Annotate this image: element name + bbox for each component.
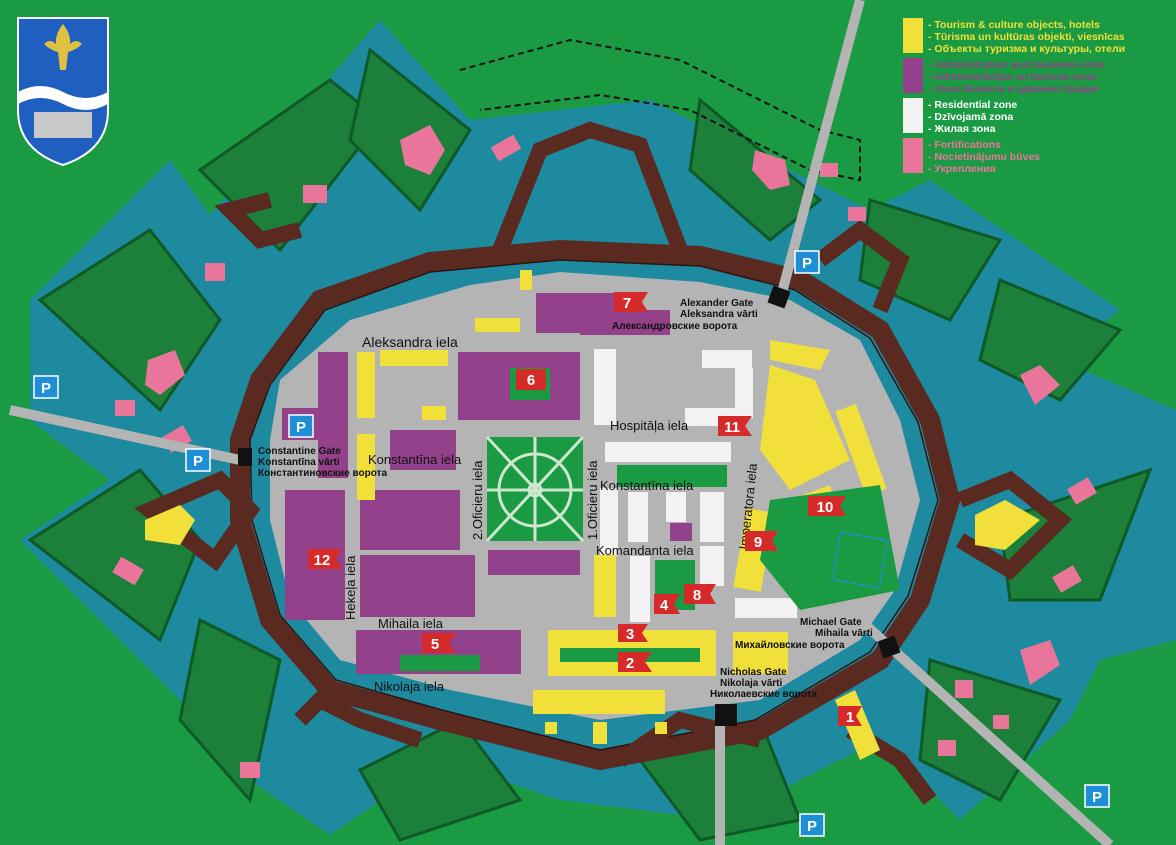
legend-text: - Dzīvojamā zona [928, 111, 1013, 123]
parking-marker[interactable]: P [799, 813, 825, 837]
gate-blocks [238, 285, 901, 726]
roads [8, 0, 1114, 845]
gate-label-michael: Michael Gate [800, 617, 862, 628]
bastions [134, 121, 1072, 805]
legend-swatch-fortifications [903, 138, 923, 173]
street-label-oficieru-2: 2.Oficieru iela [470, 460, 485, 540]
gate-label-constantine: Konstantīna vārti [258, 457, 340, 468]
yellow-bastion-centers [145, 500, 1040, 550]
legend-text: - Fortifications [928, 139, 1001, 151]
marker-2[interactable]: 2 [618, 652, 652, 672]
residential-buildings [594, 349, 797, 622]
parking-marker[interactable]: P [288, 414, 314, 438]
street-label-hospitala: Hospitāļa iela [610, 418, 689, 433]
marker-1[interactable]: 1 [838, 706, 862, 726]
marker-12[interactable]: 12 [308, 549, 342, 569]
street-label-konstantina-east: Konstantīna iela [600, 478, 694, 493]
marker-6[interactable]: 6 [516, 369, 546, 390]
gate-label-alexander: Aleksandra vārti [680, 309, 758, 320]
svg-text:2: 2 [626, 655, 634, 672]
marker-11[interactable]: 11 [718, 416, 752, 436]
street-label-komandanta: Komandanta iela [596, 543, 694, 558]
inner-wall-lines [249, 259, 939, 751]
park-paths [485, 435, 585, 543]
street-label-aleksandra: Aleksandra iela [362, 334, 458, 350]
legend-text: - Residential zone [928, 99, 1017, 111]
legend-text: - Зона бизнеса и администрации [928, 83, 1099, 95]
gate-label-michael: Михайловские ворота [735, 640, 845, 651]
parking-marker[interactable]: P [185, 448, 211, 472]
gate-label-alexander: Alexander Gate [680, 298, 754, 309]
legend-text: - Administrācijas un biznesa zona [928, 71, 1096, 83]
street-label-konstantina-west: Konstantīna iela [368, 452, 462, 467]
svg-text:11: 11 [724, 419, 740, 436]
fortification-marks [112, 125, 1097, 778]
legend-text: - Tourism & culture objects, hotels [928, 19, 1100, 31]
marker-9[interactable]: 9 [745, 531, 778, 551]
legend-text: - Жилая зона [928, 123, 996, 135]
street-label-hekela: Hekeļa iela [343, 555, 358, 620]
gate-label-nicholas: Nicholas Gate [720, 667, 787, 678]
gate-label-alexander: Александровские ворота [612, 321, 738, 332]
marker-4[interactable]: 4 [654, 594, 680, 614]
gate-label-nicholas: Николаевские ворота [710, 689, 818, 700]
marker-5[interactable]: 5 [422, 633, 456, 653]
legend-text: - Administration and business zone [928, 59, 1105, 71]
svg-text:9: 9 [754, 534, 762, 551]
parking-marker[interactable]: P [33, 375, 59, 399]
legend-text: - Объекты туризма и культуры, отели [928, 43, 1125, 55]
marker-7[interactable]: 7 [614, 292, 648, 312]
svg-text:P: P [807, 818, 817, 835]
gate-label-constantine: Константиновские ворота [258, 468, 387, 479]
legend-swatch-residential [903, 98, 923, 133]
svg-text:7: 7 [623, 295, 631, 312]
svg-text:10: 10 [817, 499, 834, 516]
legend-text: - Nocietinājumu būves [928, 151, 1040, 163]
gate-label-constantine: Constantine Gate [258, 446, 341, 457]
svg-text:P: P [296, 419, 306, 436]
gate-label-michael: Mihaila vārti [815, 628, 873, 639]
legend-text: - Tūrisma un kultūras objekti, viesnīcas [928, 31, 1125, 43]
legend-swatch-admin [903, 58, 923, 93]
legend-swatch-tourism [903, 18, 923, 53]
legend: - Tourism & culture objects, hotels - Tū… [903, 18, 1125, 175]
street-label-oficieru-1: 1.Oficieru iela [585, 460, 600, 540]
svg-text:6: 6 [527, 372, 535, 389]
gate-label-nicholas: Nikolaja vārti [720, 678, 782, 689]
dashed-square [831, 531, 889, 589]
coat-of-arms [17, 17, 109, 167]
parking-marker[interactable]: P [794, 250, 820, 274]
marker-10[interactable]: 10 [808, 496, 846, 516]
marker-3[interactable]: 3 [618, 624, 648, 643]
fortress-wall [230, 239, 961, 771]
svg-text:4: 4 [660, 597, 669, 614]
svg-text:1: 1 [846, 709, 854, 726]
svg-text:12: 12 [314, 552, 331, 569]
svg-text:8: 8 [693, 587, 701, 604]
svg-text:3: 3 [626, 626, 634, 643]
svg-text:P: P [802, 255, 812, 272]
marker-8[interactable]: 8 [684, 584, 716, 604]
street-label-mihaila: Mihaila iela [378, 616, 444, 631]
svg-text:P: P [41, 380, 51, 397]
svg-text:P: P [1092, 789, 1102, 806]
svg-text:P: P [193, 453, 203, 470]
street-label-nikolaja: Nikolaja iela [374, 679, 445, 694]
svg-text:5: 5 [431, 636, 439, 653]
outwork-dashed [459, 38, 861, 182]
parking-marker[interactable]: P [1084, 784, 1110, 808]
legend-text: - Укрепления [928, 163, 996, 175]
